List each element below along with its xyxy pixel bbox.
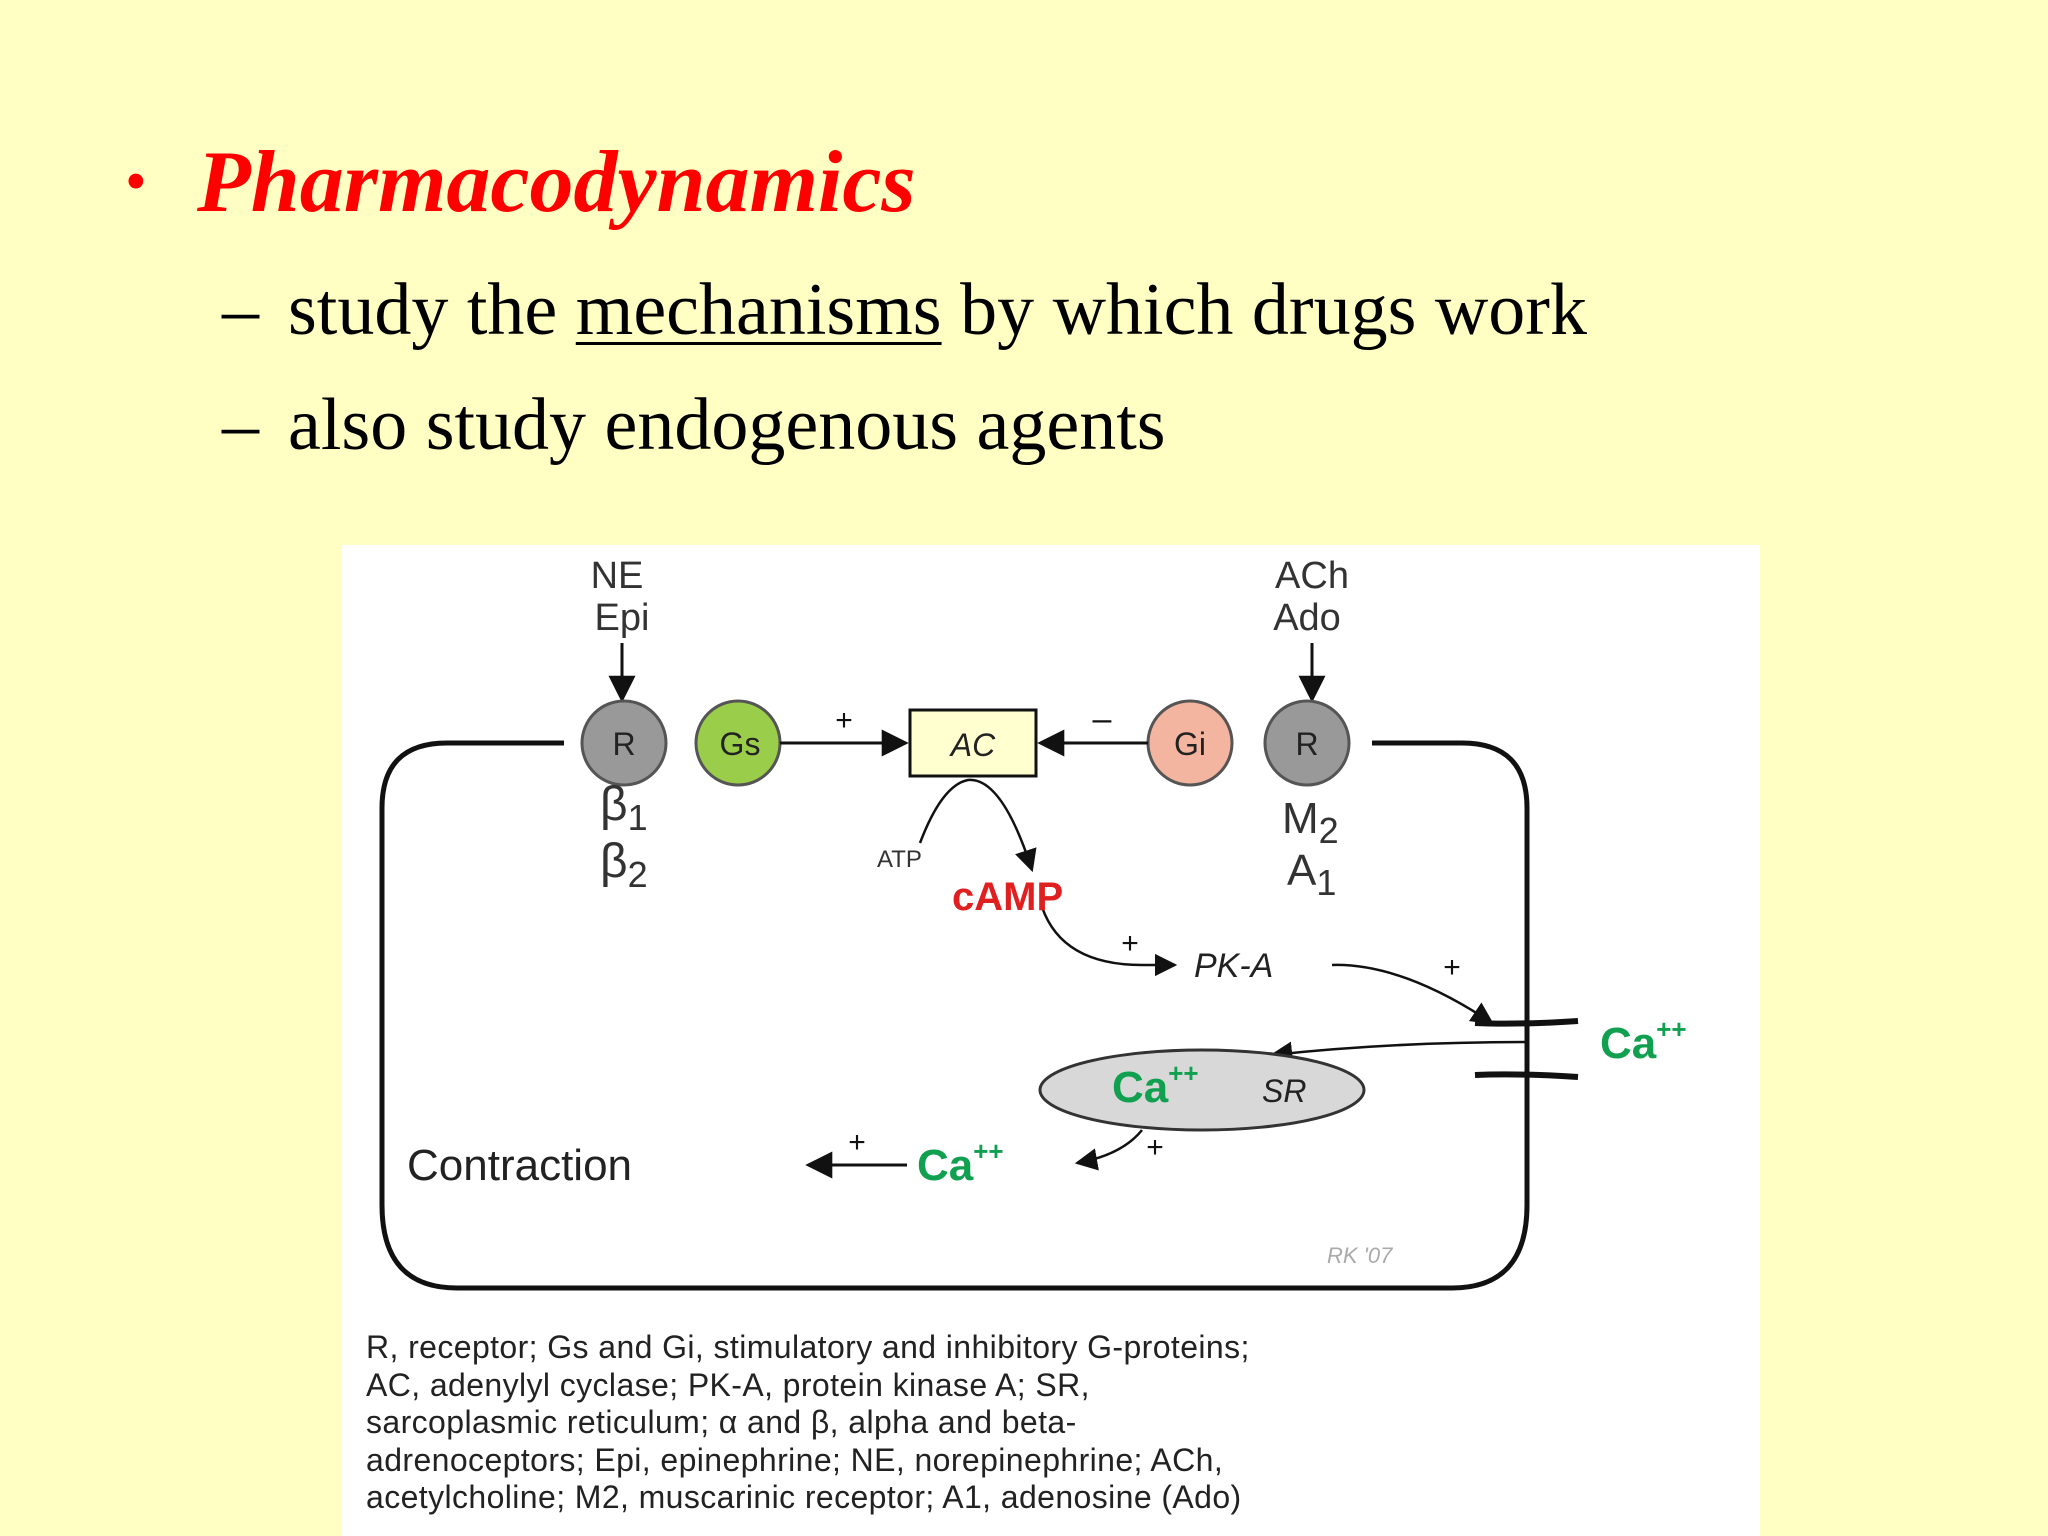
camp-pka-plus-sign: + xyxy=(1121,927,1139,960)
ac-box xyxy=(908,708,1038,778)
contraction-label: Contraction xyxy=(407,1141,632,1190)
sr-label: SR xyxy=(1262,1073,1306,1109)
ado-label: Ado xyxy=(1273,597,1341,639)
cell-membrane xyxy=(379,740,1530,1291)
beta2-label: β2 xyxy=(600,835,648,895)
ach-label: ACh xyxy=(1275,555,1349,597)
slide-heading: Pharmacodynamics xyxy=(197,134,916,231)
gi-label: Gi xyxy=(1174,726,1206,762)
cytosolic-calcium-label: Ca++ xyxy=(917,1136,1004,1190)
extracellular-calcium-label: Ca++ xyxy=(1600,1014,1687,1068)
gs-label: Gs xyxy=(720,726,761,762)
pathway-svg: NE Epi ACh Ado R Gs AC Gi R + – β1 β2 M2… xyxy=(379,555,1687,1291)
sub-item-endogenous: – also study endogenous agents xyxy=(222,383,1166,468)
contraction-plus-sign: + xyxy=(848,1126,866,1159)
pka-to-channel-arrow xyxy=(1331,963,1494,1025)
author-signature: RK '07 xyxy=(1327,1243,1393,1268)
atp-to-camp-arrow xyxy=(918,778,1037,873)
sub-item-text-end: by which drugs work xyxy=(941,269,1587,351)
bullet-dot: • xyxy=(125,148,147,216)
caption-line: sarcoplasmic reticulum; α and β, alpha a… xyxy=(366,1404,1077,1440)
sr-release-plus-sign: + xyxy=(1146,1131,1164,1164)
left-receptor-label: R xyxy=(612,726,635,762)
calcium-channel xyxy=(1474,1018,1579,1080)
dash: – xyxy=(222,384,259,466)
left-receptor xyxy=(580,699,668,787)
epi-label: Epi xyxy=(595,597,650,639)
ne-label: NE xyxy=(591,555,644,597)
caption-line: R, receptor; Gs and Gi, stimulatory and … xyxy=(366,1329,1250,1365)
bullet-item: • Pharmacodynamics xyxy=(125,132,916,233)
gs-plus-sign: + xyxy=(835,704,853,737)
ac-label: AC xyxy=(949,727,996,763)
sub-item-text: also study endogenous agents xyxy=(288,384,1166,466)
sr-to-calcium-arrow xyxy=(1074,1129,1143,1171)
sub-item-mechanisms: – study the mechanisms by which drugs wo… xyxy=(222,268,1587,353)
camp-label: cAMP xyxy=(952,875,1063,919)
camp-to-pka-arrow xyxy=(1040,906,1178,977)
sr-calcium-label: Ca++ xyxy=(1112,1058,1199,1112)
beta1-label: β1 xyxy=(600,778,648,838)
pka-label: PK-A xyxy=(1194,947,1273,985)
a1-label: A1 xyxy=(1287,846,1336,903)
pka-channel-plus-sign: + xyxy=(1443,951,1461,984)
right-receptor xyxy=(1263,699,1351,787)
caption-line: AC, adenylyl cyclase; PK-A, protein kina… xyxy=(366,1366,1090,1403)
m2-label: M2 xyxy=(1282,794,1339,851)
sarcoplasmic-reticulum xyxy=(1038,1048,1366,1132)
caption-line: acetylcholine; M2, muscarinic receptor; … xyxy=(366,1479,1242,1515)
calcium-entry-arrow xyxy=(1269,1040,1528,1065)
figure-caption: R, receptor; Gs and Gi, stimulatory and … xyxy=(366,1329,1746,1517)
right-receptor-label: R xyxy=(1295,726,1318,762)
signaling-diagram: NE Epi ACh Ado R Gs AC Gi R + – β1 β2 M2… xyxy=(342,545,1760,1536)
dash: – xyxy=(222,269,259,351)
sub-item-text-start: study the xyxy=(288,269,576,351)
gi-minus-sign: – xyxy=(1093,700,1112,738)
underlined-word: mechanisms xyxy=(575,269,942,351)
atp-label: ATP xyxy=(877,846,922,873)
caption-line: adrenoceptors; Epi, epinephrine; NE, nor… xyxy=(366,1441,1224,1478)
